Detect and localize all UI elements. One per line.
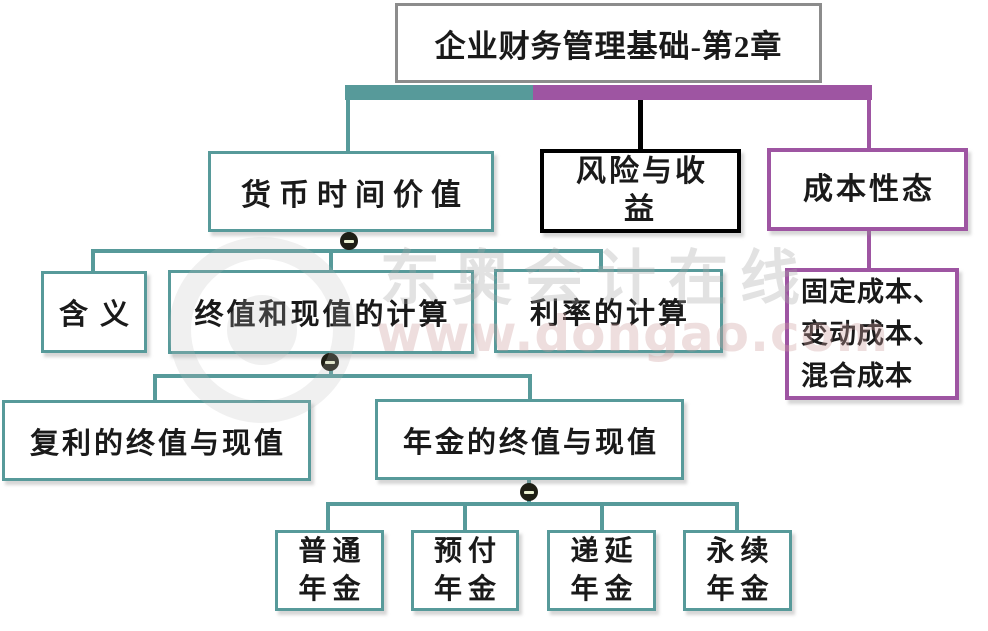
connector-to-deferred <box>600 502 604 530</box>
cost-detail-line2: 变动成本、 <box>801 319 941 349</box>
node-deferred-annuity[interactable]: 递延 年金 <box>547 530 656 611</box>
node-cost-detail[interactable]: 固定成本、 变动成本、 混合成本 <box>785 268 959 400</box>
node-annuity[interactable]: 年金的终值与现值 <box>375 399 684 480</box>
connector-cost-to-detail <box>867 230 871 269</box>
collapse-toggle-fvpv-calc[interactable] <box>321 353 339 371</box>
perpetual-annuity-line1: 永续 <box>706 535 775 567</box>
connector-fvpv-children-rail <box>153 374 532 378</box>
connector-money-children-rail <box>91 249 603 253</box>
node-fvpv-calc-label: 终值和现值的计算 <box>194 299 451 331</box>
annuity-due-line2: 年金 <box>433 573 502 605</box>
deferred-annuity-line2: 年金 <box>570 573 639 605</box>
connector-root-to-money <box>346 100 350 152</box>
collapse-toggle-money-time-value[interactable] <box>340 232 358 250</box>
node-compound[interactable]: 复利的终值与现值 <box>2 400 311 481</box>
node-money-time-value-label: 货币时间价值 <box>241 178 469 212</box>
root-branch-bar-purple <box>533 85 872 100</box>
node-cost-behavior[interactable]: 成本性态 <box>767 148 968 231</box>
connector-to-compound <box>153 374 157 401</box>
node-annuity-label: 年金的终值与现值 <box>402 426 659 459</box>
minus-icon <box>325 360 335 364</box>
node-root[interactable]: 企业财务管理基础-第2章 <box>395 3 822 83</box>
cost-detail-line1: 固定成本、 <box>801 277 941 307</box>
node-rate-calc-label: 利率的计算 <box>529 298 690 330</box>
minus-icon <box>344 239 354 243</box>
connector-annuity-children-rail <box>326 502 739 506</box>
connector-to-annuity <box>528 374 532 400</box>
node-meaning-label: 含义 <box>58 299 141 331</box>
perpetual-annuity-line2: 年金 <box>706 573 775 605</box>
connector-root-to-cost <box>867 100 871 149</box>
node-money-time-value[interactable]: 货币时间价值 <box>208 151 494 232</box>
node-cost-behavior-label: 成本性态 <box>803 172 935 206</box>
node-compound-label: 复利的终值与现值 <box>29 427 286 460</box>
collapse-toggle-annuity[interactable] <box>520 483 538 501</box>
deferred-annuity-line1: 递延 <box>570 535 639 567</box>
node-fvpv-calc[interactable]: 终值和现值的计算 <box>168 270 474 354</box>
connector-root-to-risk <box>638 100 643 150</box>
node-rate-calc[interactable]: 利率的计算 <box>494 269 723 353</box>
cost-detail-line3: 混合成本 <box>801 361 913 391</box>
connector-to-due <box>463 502 467 530</box>
ordinary-annuity-line2: 年金 <box>298 573 367 605</box>
node-perpetual-annuity[interactable]: 永续 年金 <box>683 530 792 611</box>
node-risk-return[interactable]: 风险与收益 <box>540 149 741 233</box>
connector-to-fvpv <box>329 249 333 271</box>
node-ordinary-annuity[interactable]: 普通 年金 <box>275 530 384 611</box>
node-meaning[interactable]: 含义 <box>41 271 147 353</box>
minus-icon <box>524 490 534 494</box>
connector-to-meaning <box>91 249 95 272</box>
annuity-due-line1: 预付 <box>433 535 502 567</box>
ordinary-annuity-line1: 普通 <box>298 535 367 567</box>
connector-to-perpetual <box>735 502 739 530</box>
node-annuity-due[interactable]: 预付 年金 <box>411 530 519 611</box>
connector-to-rate <box>599 249 603 270</box>
node-root-label: 企业财务管理基础-第2章 <box>434 28 783 64</box>
node-risk-return-label: 风险与收益 <box>576 155 708 226</box>
connector-to-ordinary <box>326 502 330 530</box>
root-branch-bar-teal <box>345 85 533 100</box>
